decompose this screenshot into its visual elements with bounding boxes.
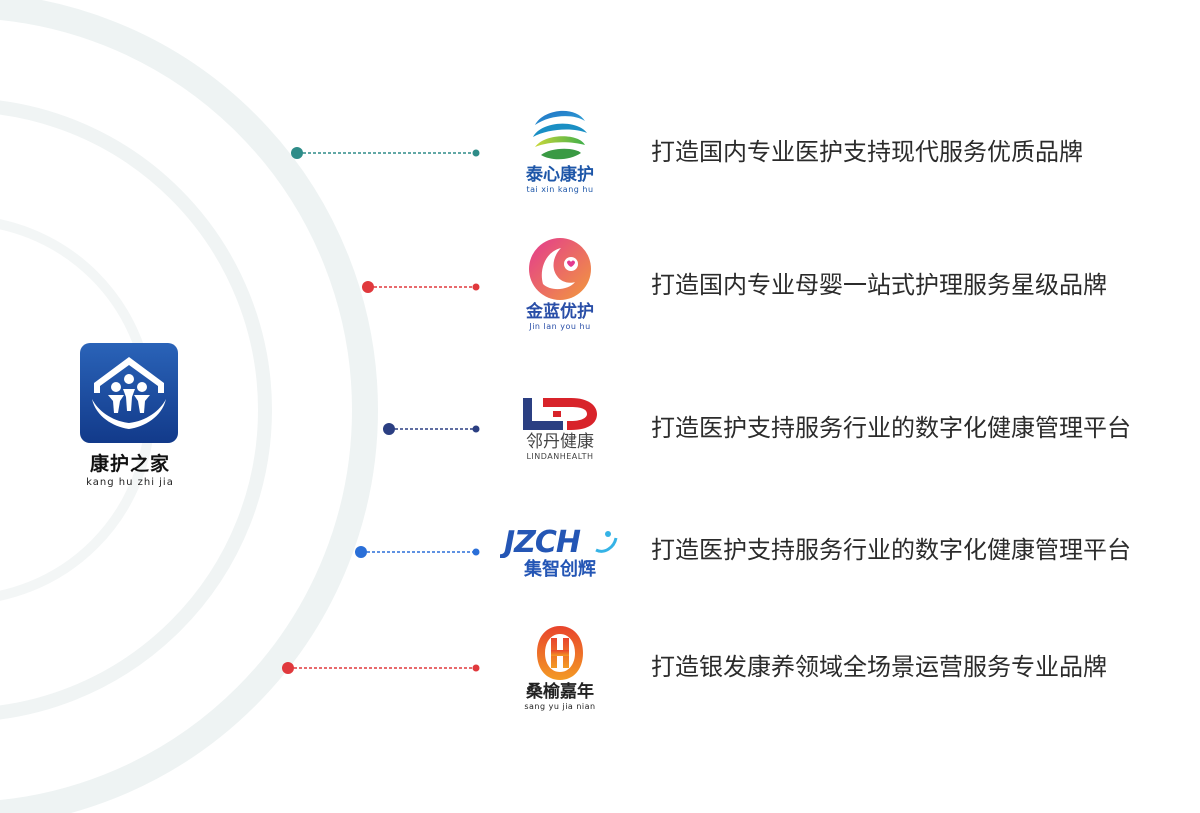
slogan-4: 打造医护支持服务行业的数字化健康管理平台: [651, 536, 1131, 564]
svg-text:JZCH: JZCH: [500, 526, 581, 558]
slogan-1: 打造国内专业医护支持现代服务优质品牌: [651, 138, 1083, 166]
swirl-globe-icon: [531, 105, 589, 163]
house-people-icon: [80, 343, 178, 443]
connector-5: [282, 662, 480, 674]
brand-logo-1: 泰心康护 tai xin kang hu: [495, 103, 625, 195]
brand-sub-2: Jin lan you hu: [529, 322, 591, 331]
jzch-wordmark-icon: JZCH: [500, 526, 618, 558]
connector-4: [355, 546, 480, 558]
brand-name-2: 金蓝优护: [526, 302, 594, 322]
slogan-3: 打造医护支持服务行业的数字化健康管理平台: [651, 414, 1131, 442]
brand-sub-3: LINDANHEALTH: [526, 452, 594, 461]
brand-name-5: 桑榆嘉年: [526, 682, 594, 702]
brand-logo-4: JZCH 集智创辉: [495, 526, 625, 580]
connector-2: [362, 281, 480, 293]
h-monogram-icon: [537, 626, 583, 680]
brand-name-4: 集智创辉: [524, 559, 596, 580]
ld-monogram-icon: [523, 398, 597, 430]
mother-baby-icon: [529, 238, 591, 300]
brand-logo-3: 邻丹健康 LINDANHEALTH: [495, 396, 625, 462]
slogan-2: 打造国内专业母婴一站式护理服务星级品牌: [651, 271, 1107, 299]
main-brand-pinyin: kang hu zhi jia: [86, 477, 174, 488]
connector-3: [383, 423, 480, 435]
brand-logo-5: 桑榆嘉年 sang yu jia nian: [495, 624, 625, 712]
brand-sub-5: sang yu jia nian: [524, 702, 596, 711]
brand-name-3: 邻丹健康: [526, 432, 594, 452]
main-brand-name: 康护之家: [89, 453, 170, 475]
brand-name-1: 泰心康护: [526, 165, 594, 185]
brand-logo-2: 金蓝优护 Jin lan you hu: [495, 236, 625, 332]
slogan-5: 打造银发康养领域全场景运营服务专业品牌: [651, 653, 1107, 681]
brand-sub-1: tai xin kang hu: [526, 185, 594, 194]
main-brand-logo: 康护之家 kang hu zhi jia: [80, 343, 180, 488]
connector-1: [291, 147, 480, 159]
